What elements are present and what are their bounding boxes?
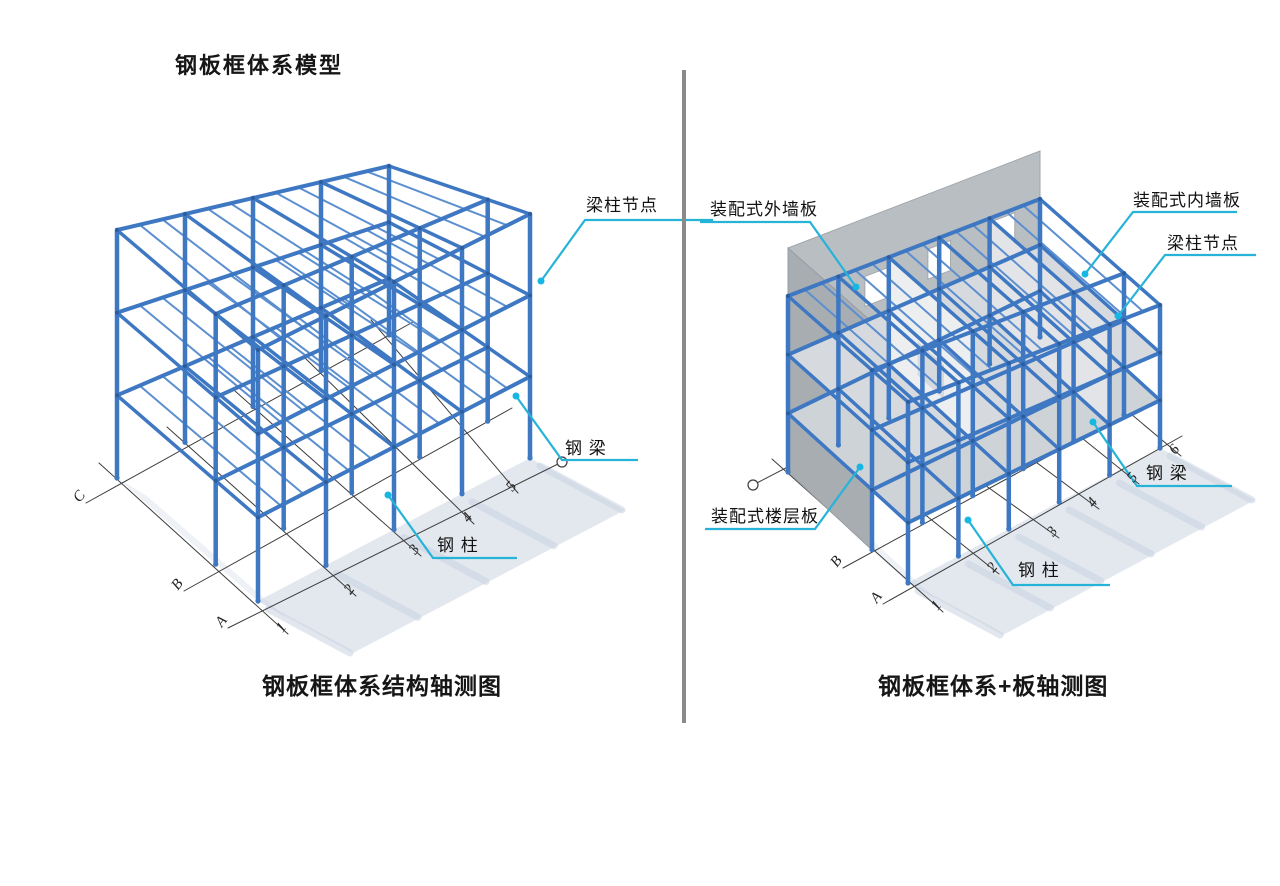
leader-right-beam-column-joint-anchor-dot	[1114, 312, 1122, 320]
vertical-divider	[682, 70, 686, 723]
leader-left-beam-column-joint	[540, 218, 713, 282]
leader-right-floor-panel	[705, 466, 861, 531]
leader-right-exterior-wall	[700, 220, 857, 288]
leader-right-steel-beam	[1092, 421, 1232, 488]
right-label-steel-column: 钢 柱	[1018, 561, 1060, 580]
leader-left-steel-column-anchor-dot	[384, 491, 392, 499]
leader-left-beam-column-joint-anchor-dot	[537, 277, 545, 285]
left-diagram-caption: 钢板框体系结构轴测图	[262, 673, 502, 699]
left-label-beam-column-joint: 梁柱节点	[586, 196, 658, 215]
left-label-steel-beam: 钢 梁	[565, 439, 607, 458]
sheet-title: 钢板框体系模型	[175, 53, 344, 78]
right-label-steel-beam: 钢 梁	[1146, 464, 1188, 483]
leader-lines	[384, 210, 1256, 587]
right-label-interior-wall-panel: 装配式内墙板	[1133, 191, 1241, 210]
leader-right-floor-panel-anchor-dot	[856, 463, 864, 471]
leader-right-exterior-wall-anchor-dot	[852, 283, 860, 291]
leader-right-steel-beam-anchor-dot	[1089, 418, 1097, 426]
leader-left-steel-beam-anchor-dot	[512, 392, 520, 400]
leader-right-steel-column	[967, 519, 1110, 587]
leader-right-steel-column-anchor-dot	[964, 516, 972, 524]
right-label-beam-column-joint: 梁柱节点	[1167, 234, 1239, 253]
right-diagram-caption: 钢板框体系+板轴测图	[878, 673, 1109, 699]
leader-left-steel-column	[387, 494, 517, 560]
leader-right-beam-column-joint	[1117, 253, 1256, 317]
right-label-exterior-wall-panel: 装配式外墙板	[710, 200, 818, 219]
right-steel-frame	[785, 196, 1163, 586]
leader-right-interior-wall-anchor-dot	[1081, 270, 1089, 278]
leader-left-steel-beam	[515, 395, 638, 462]
leader-right-interior-wall	[1084, 210, 1237, 275]
left-label-steel-column: 钢 柱	[437, 536, 479, 555]
right-label-floor-panel: 装配式楼层板	[711, 507, 819, 526]
left-steel-frame	[114, 163, 533, 604]
left-ground-shadow	[117, 458, 626, 657]
